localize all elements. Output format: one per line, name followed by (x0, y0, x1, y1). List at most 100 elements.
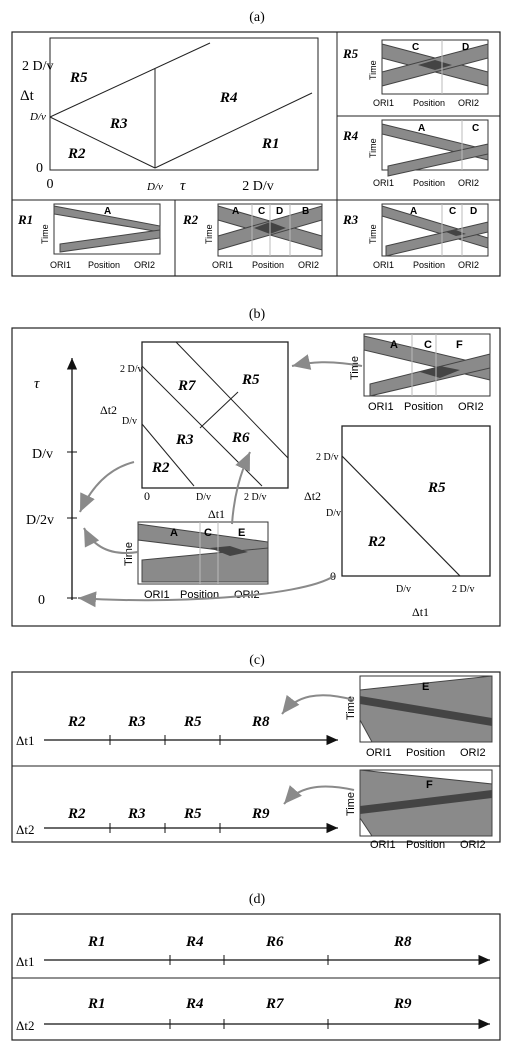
panel-a-frame (11, 31, 501, 277)
svg-text:Δt2: Δt2 (100, 403, 117, 417)
svg-text:R2: R2 (67, 806, 86, 822)
svg-text:Time: Time (40, 224, 50, 244)
inset-r2: R2 A C D B Time ORI1 Position ORI2 (182, 203, 323, 270)
svg-text:R3: R3 (127, 714, 146, 730)
svg-text:R3: R3 (342, 212, 359, 227)
a-ytick-0: 0 (36, 161, 43, 176)
svg-text:R1: R1 (17, 212, 33, 227)
svg-text:ORI1: ORI1 (368, 401, 394, 413)
svg-text:E: E (422, 681, 429, 693)
svg-text:D/2v: D/2v (26, 513, 54, 528)
c-inset-e: E Time ORI1 Position ORI2 (345, 675, 493, 759)
svg-text:Position: Position (88, 260, 120, 270)
svg-text:C: C (258, 206, 265, 217)
svg-text:Position: Position (252, 260, 284, 270)
svg-text:ORI2: ORI2 (458, 401, 484, 413)
svg-text:ORI2: ORI2 (458, 98, 479, 108)
main-region-diagram: Δt 2 D/v D/v 0 0 D/v 2 D/v τ R5 R3 R2 R4… (20, 37, 319, 194)
svg-text:D/v: D/v (326, 508, 341, 519)
svg-text:R2: R2 (151, 460, 170, 476)
svg-text:R5: R5 (342, 46, 359, 61)
inset-r3: R3 A C D Time ORI1 Position ORI2 (342, 203, 489, 270)
svg-text:C: C (472, 123, 479, 134)
svg-text:F: F (456, 339, 463, 351)
svg-text:R5: R5 (183, 714, 202, 730)
svg-text:0: 0 (144, 489, 150, 503)
inset-r4: R4 A C Time ORI1 Position ORI2 (342, 119, 489, 188)
svg-text:Position: Position (406, 839, 445, 851)
svg-text:B: B (302, 206, 309, 217)
svg-text:R2: R2 (67, 714, 86, 730)
svg-text:R3: R3 (175, 432, 194, 448)
c-row-dt2: Δt2 R2 R3 R5 R9 (16, 806, 338, 837)
svg-text:R9: R9 (251, 806, 270, 822)
panel-label-d: (d) (249, 892, 266, 907)
svg-text:D: D (276, 206, 283, 217)
svg-text:R5: R5 (241, 372, 260, 388)
panel-c-frame (11, 671, 501, 843)
a-y-axis-label: Δt (20, 88, 35, 104)
svg-text:Time: Time (349, 356, 361, 380)
svg-text:Time: Time (204, 224, 214, 244)
region-label-r2: R2 (67, 146, 86, 162)
svg-text:A: A (390, 339, 398, 351)
svg-text:R4: R4 (185, 934, 204, 950)
d-row-dt1: Δt1 R1 R4 R6 R8 (16, 934, 490, 969)
a-ytick-2dv: 2 D/v (22, 59, 54, 74)
svg-text:Position: Position (404, 401, 443, 413)
inset-b-bottom: A C E Time ORI1 Position ORI2 (123, 521, 269, 601)
svg-text:2 D/v: 2 D/v (452, 584, 475, 595)
c-row-dt1: Δt1 R2 R3 R5 R8 (16, 714, 338, 748)
svg-text:Position: Position (413, 178, 445, 188)
svg-text:Δt1: Δt1 (208, 507, 225, 521)
svg-text:Position: Position (413, 260, 445, 270)
region-label-r5: R5 (69, 70, 88, 86)
svg-text:R7: R7 (177, 378, 196, 394)
svg-text:D: D (470, 206, 477, 217)
svg-text:R4: R4 (342, 128, 359, 143)
svg-text:Δt2: Δt2 (16, 1018, 34, 1033)
svg-text:Time: Time (345, 792, 357, 816)
svg-text:ORI1: ORI1 (373, 98, 394, 108)
panel-label-a: (a) (249, 10, 265, 25)
svg-text:F: F (426, 779, 433, 791)
svg-text:Δt2: Δt2 (16, 822, 34, 837)
svg-text:R8: R8 (393, 934, 412, 950)
c-arrow-bottom (283, 785, 355, 805)
svg-text:0: 0 (38, 593, 45, 608)
b-arrows (77, 354, 363, 608)
a-ytick-dv: D/v (29, 111, 46, 123)
svg-text:2 D/v: 2 D/v (244, 492, 267, 503)
svg-text:Time: Time (368, 60, 378, 80)
svg-text:Time: Time (123, 542, 135, 566)
svg-text:E: E (238, 527, 245, 539)
svg-text:A: A (104, 206, 111, 217)
svg-text:D: D (462, 42, 469, 53)
svg-text:ORI2: ORI2 (298, 260, 319, 270)
svg-text:Δt1: Δt1 (16, 733, 34, 748)
svg-text:ORI2: ORI2 (134, 260, 155, 270)
svg-text:R8: R8 (251, 714, 270, 730)
svg-text:ORI1: ORI1 (212, 260, 233, 270)
svg-text:R9: R9 (393, 996, 412, 1012)
square-diagram-right: 2 D/v D/v 0 D/v 2 D/v Δt2 Δt1 R5 R2 (304, 425, 491, 619)
svg-text:D/v: D/v (396, 584, 411, 595)
a-xtick-dv: D/v (146, 181, 163, 193)
svg-text:C: C (204, 527, 212, 539)
svg-text:τ: τ (34, 376, 40, 392)
svg-text:ORI1: ORI1 (366, 747, 392, 759)
svg-text:ORI1: ORI1 (370, 839, 396, 851)
svg-text:A: A (232, 206, 239, 217)
svg-text:Time: Time (345, 696, 357, 720)
inset-r1: R1 A Time ORI1 Position ORI2 (17, 203, 161, 270)
svg-text:A: A (170, 527, 178, 539)
panel-label-c: (c) (249, 653, 265, 668)
svg-text:R5: R5 (427, 480, 446, 496)
svg-text:R7: R7 (265, 996, 284, 1012)
panel-label-b: (b) (249, 307, 266, 322)
inset-b-top: A C F Time ORI1 Position ORI2 (349, 333, 491, 413)
svg-text:R5: R5 (183, 806, 202, 822)
inset-r5: R5 C D Time ORI1 Position ORI2 (342, 39, 489, 108)
region-label-r3: R3 (109, 116, 128, 132)
svg-text:R3: R3 (127, 806, 146, 822)
